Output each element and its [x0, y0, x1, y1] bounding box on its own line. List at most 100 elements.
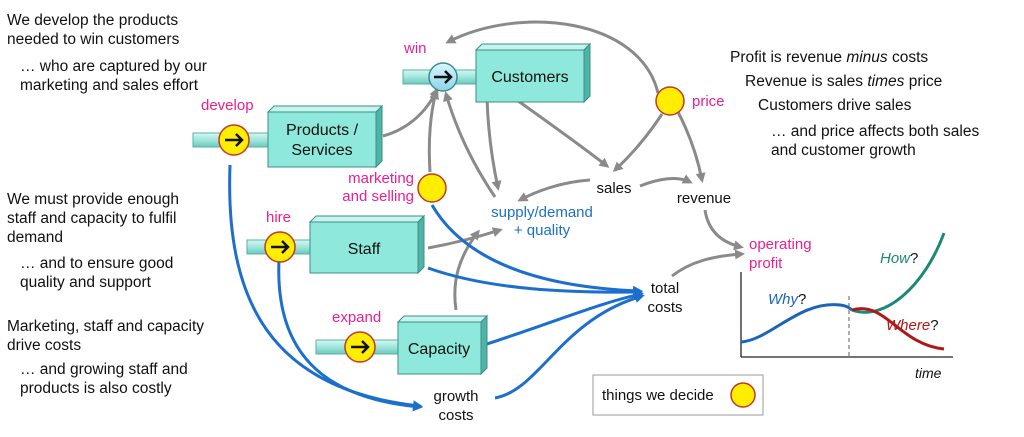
link-staff-to-supply — [427, 227, 503, 250]
note-line: products is also costly — [20, 380, 172, 397]
note-captured-by-marketing: … who are captured by our marketing and … — [20, 58, 207, 94]
link-price-to-revenue — [676, 111, 706, 183]
hire-decision: hire — [264, 209, 296, 263]
legend-label: things we decide — [602, 387, 714, 404]
note-growing-costly: … and growing staff and products is also… — [20, 361, 188, 397]
link-price-to-sales — [612, 113, 664, 173]
supply-demand-label: supply/demand + quality — [491, 204, 593, 239]
note-line: demand — [7, 229, 63, 246]
products-label: Services — [291, 142, 352, 159]
why-line — [740, 303, 853, 344]
profit-inset-chart: Why? How? Where? time — [740, 232, 953, 381]
capacity-label: Capacity — [408, 341, 470, 358]
note-drive-costs: Marketing, staff and capacity drive cost… — [7, 318, 204, 354]
legend: things we decide — [592, 374, 764, 416]
decision-circle — [655, 86, 685, 116]
note-line: drive costs — [7, 337, 81, 354]
customers-label: Customers — [491, 69, 568, 86]
link-supply-to-win — [443, 91, 497, 198]
products-stock: Products / Services — [192, 104, 384, 169]
staff-box-side — [417, 214, 425, 275]
arrow-right-icon — [271, 240, 290, 254]
note-line: We develop the products — [7, 12, 178, 29]
how-line — [851, 232, 946, 314]
arrow-right-icon — [225, 133, 244, 147]
growth-costs-line: costs — [438, 407, 473, 424]
growth-costs-label: growth costs — [433, 388, 478, 424]
link-capacity-to-supply — [453, 229, 480, 311]
expand-label: expand — [332, 309, 381, 326]
supply-demand-line: + quality — [514, 222, 571, 239]
capacity-box-side — [480, 314, 488, 376]
note-line: marketing and sales effort — [20, 77, 199, 94]
products-box-top — [266, 105, 384, 113]
link-sales-to-revenue — [639, 174, 693, 188]
products-box-side — [375, 104, 383, 169]
link-marketing-to-costs — [430, 204, 643, 296]
link-price-to-win — [445, 20, 660, 94]
expand-decision: expand — [332, 309, 381, 363]
price-decision: price — [655, 86, 725, 116]
cost-links — [228, 164, 645, 412]
note-customers-drive-sales: Customers drive sales — [758, 97, 912, 114]
decision-circle — [417, 173, 447, 203]
link-staff-to-costs — [427, 266, 643, 298]
link-customers-to-sales — [513, 96, 610, 168]
link-growth-to-costs — [494, 293, 645, 400]
note-good-quality: … and to ensure good quality and support — [20, 255, 173, 291]
staff-box-top — [308, 215, 426, 223]
operating-profit-label: operating profit — [749, 236, 812, 272]
hire-label: hire — [266, 209, 291, 226]
note-line: … and price affects both sales — [771, 123, 979, 140]
decision-circle-icon — [730, 382, 756, 408]
marketing-decision: marketing and selling — [342, 170, 447, 205]
where-label: Where? — [886, 317, 939, 334]
link-sales-to-supply — [517, 178, 591, 202]
total-costs-line: total — [651, 280, 679, 297]
note-line: … and growing staff and — [20, 361, 188, 378]
staff-box-front — [309, 221, 419, 274]
customers-box-top — [474, 43, 592, 51]
customers-box-front — [475, 49, 585, 103]
arrow-right-icon — [351, 340, 370, 354]
note-line: … who are captured by our — [20, 58, 207, 75]
marketing-label: marketing — [348, 170, 414, 187]
growth-costs-line: growth — [433, 388, 478, 405]
operating-profit-line: profit — [749, 255, 783, 272]
win-valve: win — [403, 40, 458, 92]
products-label: Products / — [286, 122, 359, 139]
sales-label: sales — [596, 180, 631, 197]
note-price-affects: … and price affects both sales and custo… — [771, 123, 979, 159]
note-staff-capacity: We must provide enough staff and capacit… — [7, 191, 179, 246]
why-label: Why? — [768, 291, 806, 308]
link-marketing-to-win — [427, 89, 440, 173]
develop-decision: develop — [201, 97, 254, 156]
note-line: Marketing, staff and capacity — [7, 318, 204, 335]
link-capacity-to-costs — [486, 290, 644, 346]
note-profit: Profit is revenue minus costs — [730, 49, 928, 66]
total-costs-label: total costs — [647, 280, 682, 316]
note-revenue: Revenue is sales times price — [745, 73, 942, 90]
customers-box-side — [583, 42, 591, 104]
capacity-box-top — [396, 315, 489, 323]
operating-profit-line: operating — [749, 236, 812, 253]
win-label: win — [403, 40, 427, 57]
marketing-label: and selling — [342, 188, 414, 205]
link-costs-to-profit — [671, 249, 745, 278]
note-line: staff and capacity to fulfil — [7, 210, 176, 227]
price-label: price — [692, 93, 725, 110]
how-label: How? — [880, 250, 918, 267]
where-line — [851, 307, 945, 351]
time-axis-label: time — [915, 365, 942, 381]
link-hire-to-growth — [277, 259, 423, 412]
note-line: quality and support — [20, 274, 152, 291]
note-develop-products: We develop the products needed to win cu… — [7, 12, 180, 48]
products-box-front — [267, 111, 377, 168]
note-line: … and to ensure good — [20, 255, 173, 272]
staff-label: Staff — [348, 241, 381, 258]
supply-demand-line: supply/demand — [491, 204, 593, 221]
develop-label: develop — [201, 97, 254, 114]
note-line: and customer growth — [771, 142, 916, 159]
capacity-box-front — [397, 321, 482, 375]
